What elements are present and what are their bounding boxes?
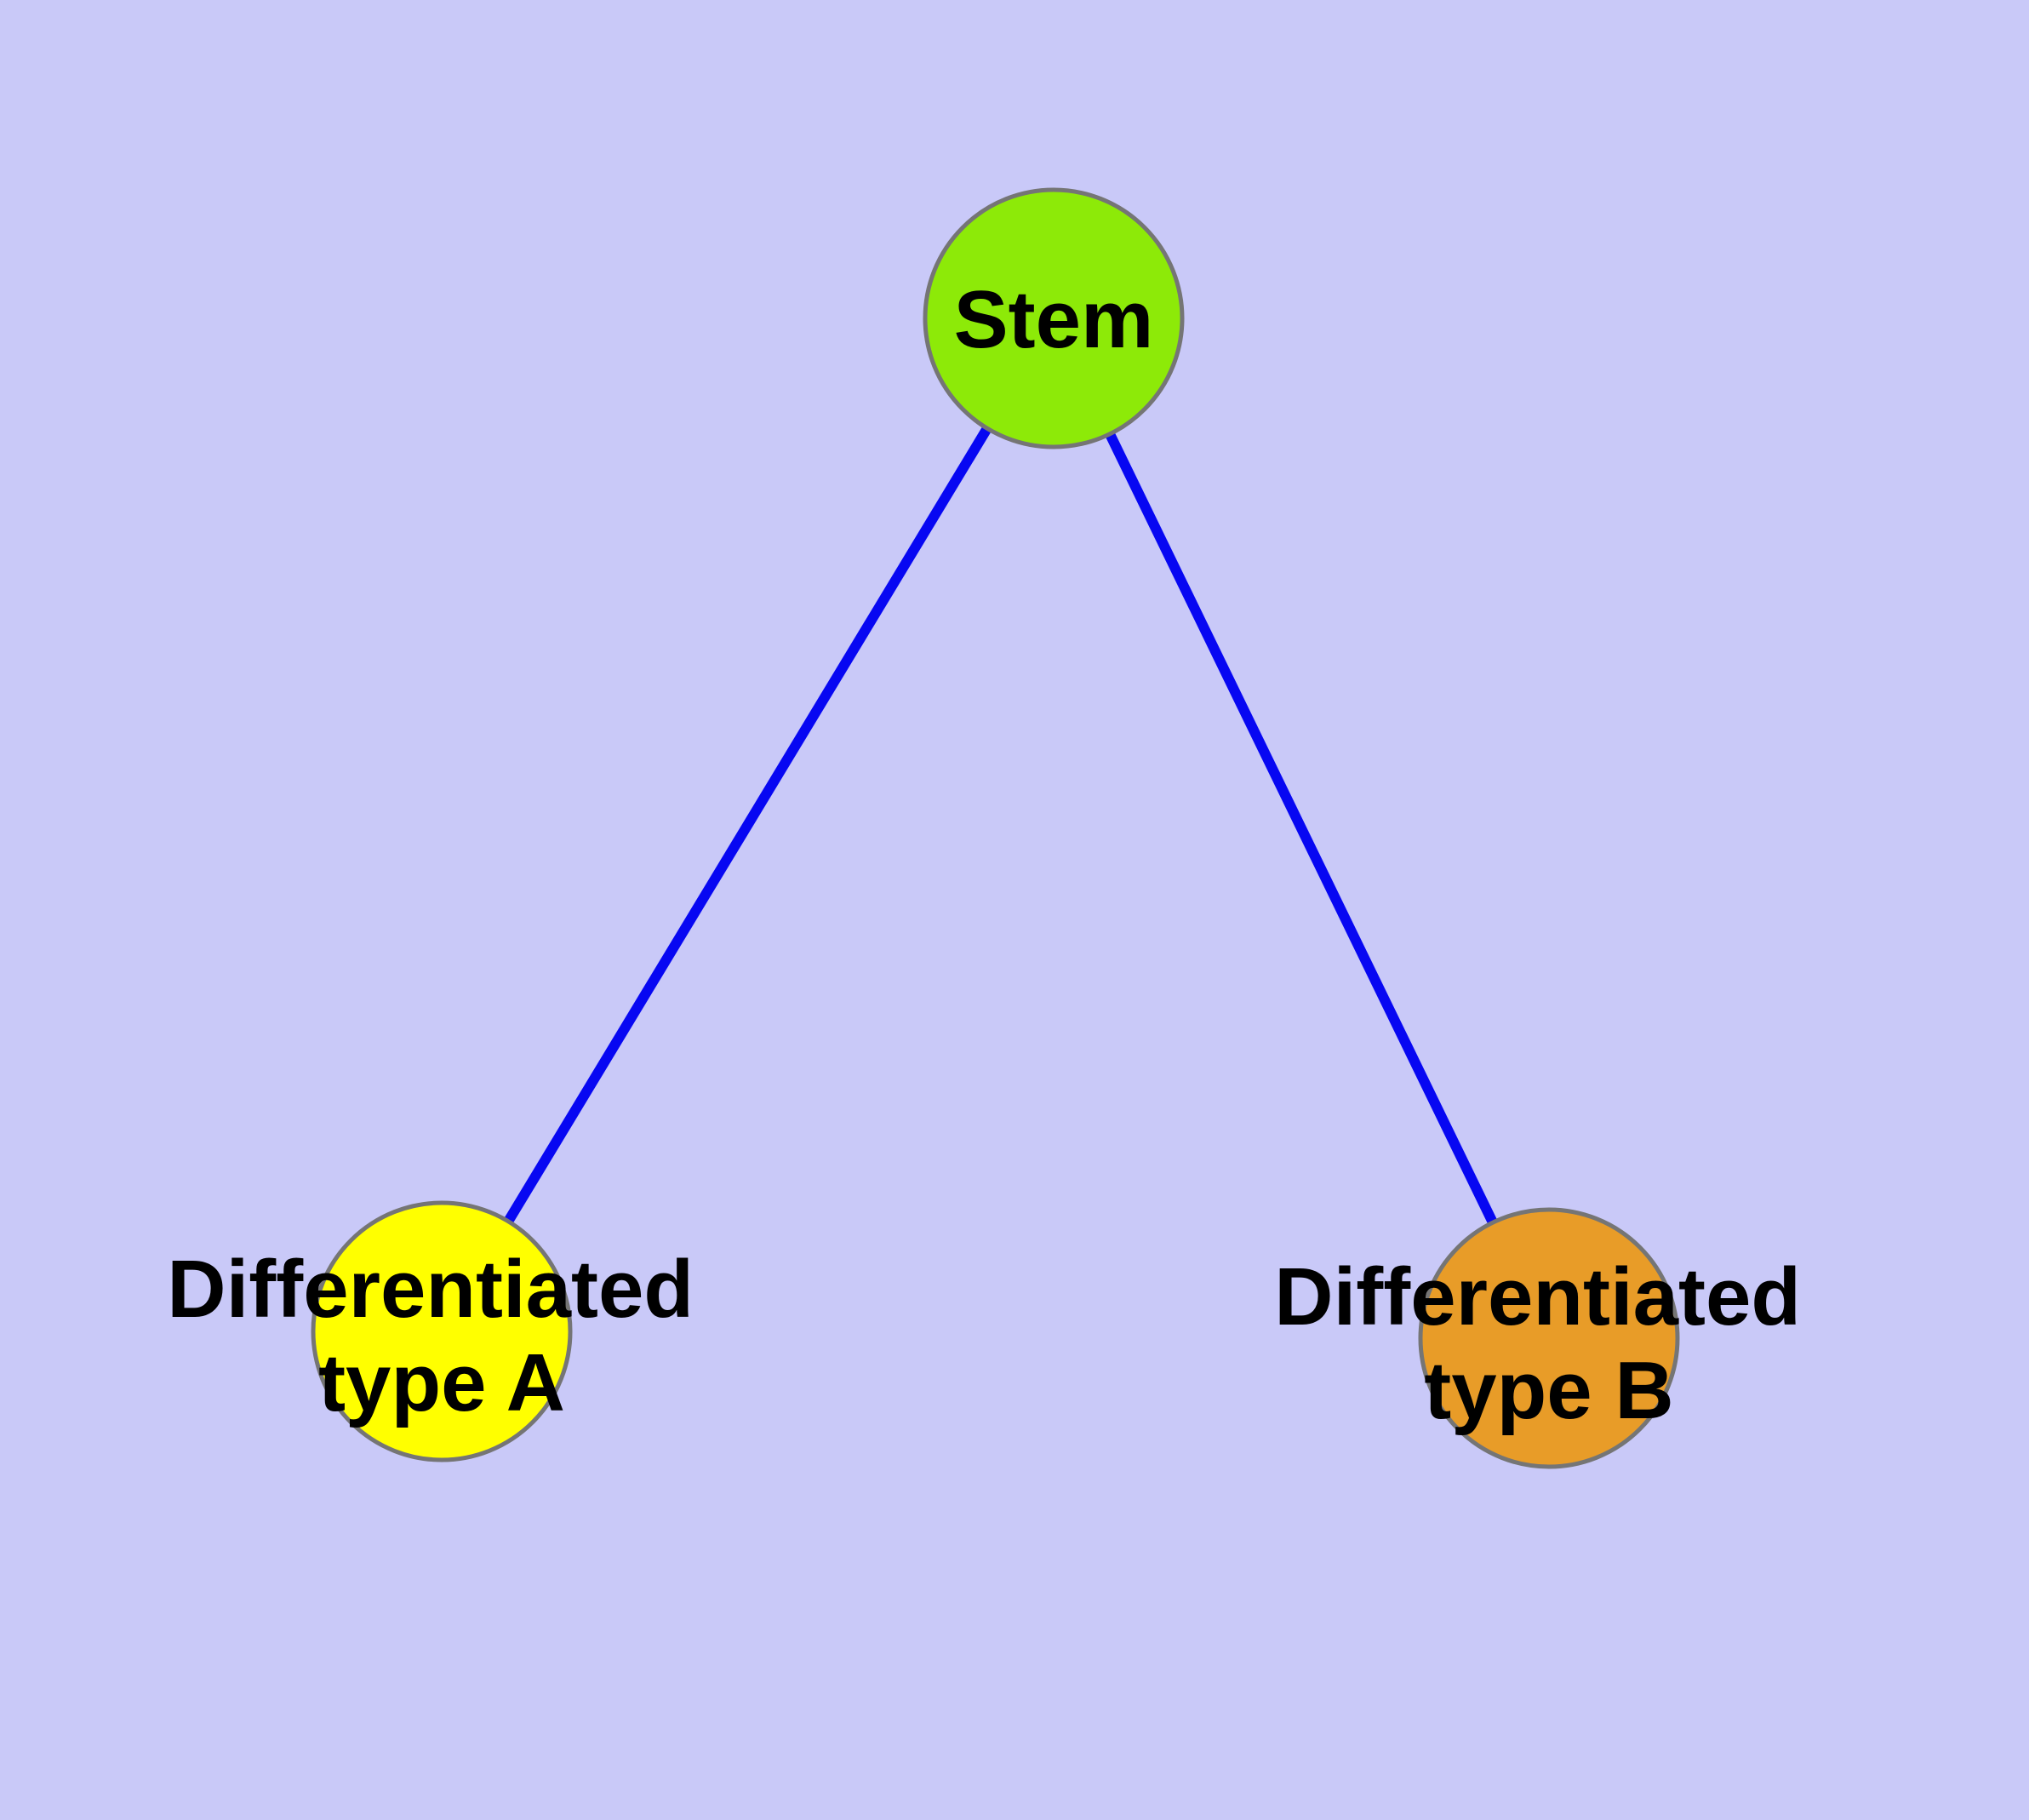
- node-differentiated-type-a-label: Differentiated type A: [167, 1244, 716, 1428]
- node-stem-label: Stem: [954, 274, 1154, 365]
- node-differentiated-type-a-circle: [311, 1200, 573, 1462]
- node-differentiated-type-b-label-line-2: type B: [1424, 1345, 1673, 1436]
- node-differentiated-type-a-label-line-1: Differentiated: [167, 1244, 694, 1335]
- node-stem-label-line-1: Stem: [954, 274, 1154, 365]
- node-differentiated-type-b-label: Differentiated type B: [1274, 1251, 1823, 1436]
- node-differentiated-type-b-circle: [1418, 1207, 1680, 1469]
- node-differentiated-type-b-label-line-1: Differentiated: [1274, 1251, 1801, 1342]
- edge-stem-to-type-b: [1049, 316, 1554, 1341]
- edge-stem-to-type-a: [437, 315, 1059, 1335]
- node-differentiated-type-a-label-line-2: type A: [318, 1337, 565, 1428]
- node-stem-circle: [923, 187, 1185, 449]
